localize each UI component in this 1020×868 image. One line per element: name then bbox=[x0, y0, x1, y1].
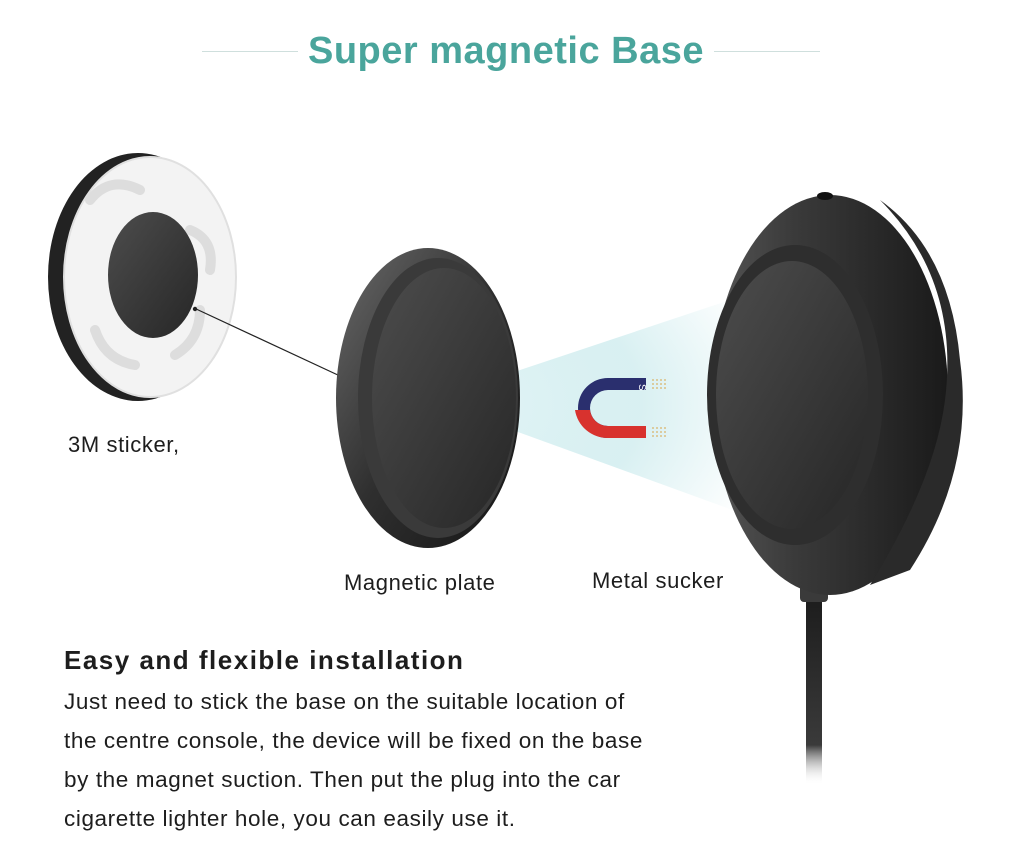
leader-dot bbox=[192, 306, 198, 312]
metal-sucker-icon bbox=[707, 192, 963, 785]
install-body: Just need to stick the base on the suita… bbox=[64, 682, 764, 838]
leader-line bbox=[193, 307, 341, 377]
caption-sticker: 3M sticker, bbox=[68, 432, 180, 457]
magnet-icon: S bbox=[575, 378, 666, 439]
install-line: Just need to stick the base on the suita… bbox=[64, 689, 625, 714]
magnetic-glow bbox=[430, 290, 780, 520]
title-divider-right bbox=[714, 51, 820, 52]
title-row: Super magnetic Base bbox=[0, 26, 1020, 76]
caption-plate: Magnetic plate bbox=[344, 570, 496, 595]
install-heading: Easy and flexible installation bbox=[64, 645, 465, 675]
magnetic-plate-icon bbox=[336, 248, 520, 548]
install-line: by the magnet suction. Then put the plug… bbox=[64, 767, 621, 792]
install-line: cigarette lighter hole, you can easily u… bbox=[64, 806, 516, 831]
magnet-south-label: S bbox=[636, 384, 647, 391]
install-line: the centre console, the device will be f… bbox=[64, 728, 643, 753]
sticker-disc-icon bbox=[48, 153, 237, 401]
caption-sucker: Metal sucker bbox=[592, 568, 724, 593]
page-title: Super magnetic Base bbox=[308, 30, 704, 72]
title-divider-left bbox=[202, 51, 298, 52]
